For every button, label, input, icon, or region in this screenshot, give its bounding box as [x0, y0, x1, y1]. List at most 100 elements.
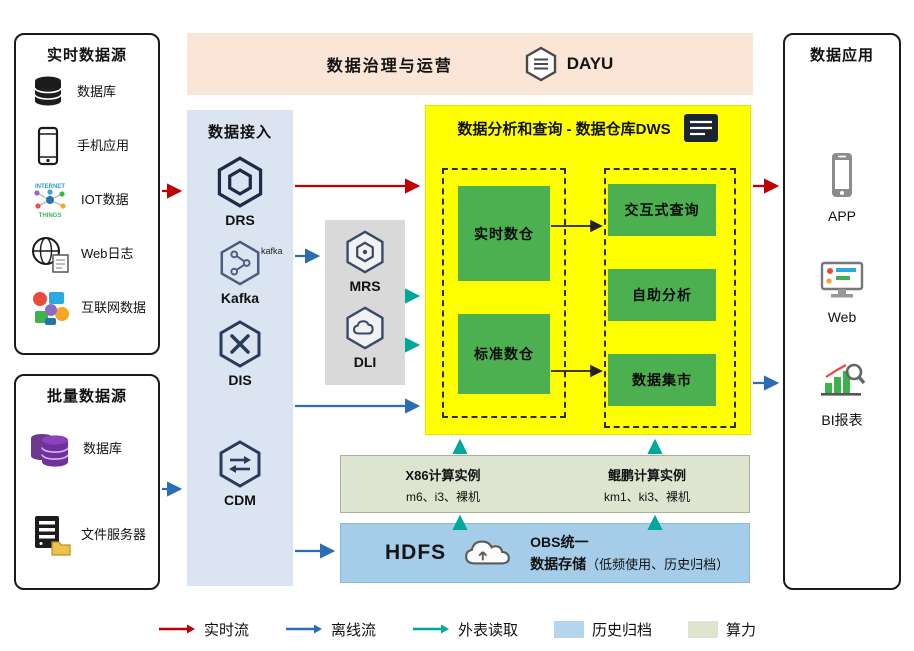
block-data-mart: 数据集市	[608, 354, 716, 406]
legend-label: 外表读取	[457, 621, 518, 639]
source-label: 手机应用	[77, 137, 130, 153]
service-mrs: MRS	[343, 230, 387, 294]
compute-instances-box: X86计算实例 m6、i3、裸机 鲲鹏计算实例 km1、ki3、裸机	[340, 455, 750, 513]
kunpeng-title: 鲲鹏计算实例	[607, 468, 686, 483]
app-item-bi: BI报表	[785, 359, 899, 430]
app-phone-icon	[825, 151, 859, 201]
dws-left-dashed-group	[442, 168, 566, 418]
web-monitor-icon	[818, 260, 866, 302]
data-apps-panel: 数据应用 APP Web BI报表	[783, 33, 901, 590]
dli-icon	[343, 306, 387, 350]
mrs-icon	[343, 230, 387, 274]
teal-arrow-icon	[412, 624, 449, 634]
obs-note: （低频使用、历史归档）	[586, 557, 730, 572]
block-interactive-query: 交互式查询	[608, 184, 716, 236]
realtime-sources-title: 实时数据源	[46, 47, 127, 64]
source-item-fileserver: 文件服务器	[16, 492, 158, 578]
source-item-mobile: 手机应用	[16, 119, 158, 173]
service-dis: DIS	[216, 320, 264, 388]
mobile-icon	[28, 125, 68, 167]
block-standard-warehouse: 标准数仓	[458, 314, 550, 394]
kafka-label: Kafka	[220, 290, 260, 306]
legend-label: 离线流	[330, 621, 376, 639]
x86-compute: X86计算实例 m6、i3、裸机	[341, 456, 545, 512]
processing-box: MRS DLI	[325, 220, 405, 385]
legend-label: 算力	[726, 621, 757, 639]
globe-document-icon	[28, 233, 72, 275]
drs-label: DRS	[225, 212, 255, 228]
kunpeng-compute: 鲲鹏计算实例 km1、ki3、裸机	[545, 456, 749, 512]
app-label: Web	[827, 309, 857, 325]
app-label: APP	[827, 208, 856, 224]
legend-compute: 算力	[688, 619, 756, 640]
dws-box: 数据分析和查询 - 数据仓库DWS 实时数仓 标准数仓 交互式查询 自助分析 数…	[425, 105, 751, 435]
source-item-weblog: Web日志	[16, 227, 158, 281]
batch-sources-panel: 批量数据源 数据库 文件服务器	[14, 374, 160, 590]
source-item-batch-database: 数据库	[16, 406, 158, 492]
source-label: 数据库	[77, 83, 117, 99]
dayu-product: DAYU	[523, 46, 613, 82]
legend-offline-flow: 离线流	[285, 619, 376, 640]
dis-label: DIS	[228, 372, 252, 388]
governance-banner: 数据治理与运营 DAYU	[187, 33, 753, 95]
dayu-icon	[523, 46, 559, 82]
source-item-iot: INTERNET THINGS IOT数据	[16, 173, 158, 227]
service-cdm: CDM	[216, 440, 264, 508]
legend-archive: 历史归档	[554, 619, 652, 640]
mrs-label: MRS	[349, 278, 381, 294]
compute-swatch	[688, 620, 719, 638]
kafka-logo-text: kafka	[261, 246, 283, 256]
dis-icon	[216, 320, 264, 368]
app-item-app: APP	[785, 151, 899, 224]
x86-title: X86计算实例	[405, 468, 481, 483]
colorful-collage-icon	[28, 287, 72, 329]
dws-header: 数据分析和查询 - 数据仓库DWS	[426, 106, 750, 143]
bi-report-icon	[818, 359, 866, 403]
report-list-icon	[683, 113, 719, 143]
service-kafka: kafka Kafka	[217, 240, 283, 306]
database-purple-icon	[28, 426, 74, 472]
dws-right-dashed-group	[604, 168, 736, 428]
source-item-internet: 互联网数据	[16, 281, 158, 335]
storage-box: HDFS OBS统一 数据存储（低频使用、历史归档）	[340, 523, 750, 583]
block-self-analysis: 自助分析	[608, 269, 716, 321]
source-label: 文件服务器	[81, 526, 147, 542]
archive-swatch	[554, 620, 584, 638]
service-drs: DRS	[214, 156, 266, 228]
legend-label: 历史归档	[592, 621, 653, 639]
ingestion-title: 数据接入	[207, 124, 272, 141]
source-label: IOT数据	[81, 191, 129, 207]
drs-icon	[214, 156, 266, 208]
governance-title: 数据治理与运营	[326, 58, 453, 75]
cdm-icon	[216, 440, 264, 488]
data-ingestion-column: 数据接入 DRS kafka Kafka DIS CDM	[187, 110, 293, 586]
source-label: 数据库	[83, 440, 123, 456]
source-label: 互联网数据	[81, 299, 147, 315]
source-item-database: 数据库	[16, 65, 158, 119]
cdm-label: CDM	[224, 492, 256, 508]
obs-line1: OBS统一	[530, 534, 589, 550]
batch-sources-title: 批量数据源	[46, 388, 127, 405]
legend-external-read: 外表读取	[412, 619, 518, 640]
blue-arrow-icon	[285, 624, 322, 634]
hdfs-label: HDFS	[385, 541, 447, 564]
svg-text:THINGS: THINGS	[39, 213, 62, 219]
app-label: BI报表	[821, 412, 863, 428]
obs-text: OBS统一 数据存储（低频使用、历史归档）	[530, 532, 729, 574]
obs-line2-bold: 数据存储	[530, 556, 587, 572]
service-dli: DLI	[343, 306, 387, 370]
dli-label: DLI	[353, 354, 377, 370]
source-label: Web日志	[81, 245, 134, 261]
svg-text:INTERNET: INTERNET	[35, 184, 65, 190]
data-apps-title: 数据应用	[809, 47, 874, 64]
block-realtime-warehouse: 实时数仓	[458, 186, 550, 281]
obs-line2: 数据存储（低频使用、历史归档）	[530, 554, 729, 574]
legend-realtime-flow: 实时流	[158, 619, 249, 640]
legend-label: 实时流	[203, 621, 249, 639]
x86-spec: m6、i3、裸机	[405, 490, 480, 504]
kafka-icon: kafka	[217, 240, 283, 286]
iot-icon: INTERNET THINGS	[28, 179, 72, 221]
kunpeng-spec: km1、ki3、裸机	[603, 490, 690, 504]
server-folder-icon	[28, 512, 72, 558]
